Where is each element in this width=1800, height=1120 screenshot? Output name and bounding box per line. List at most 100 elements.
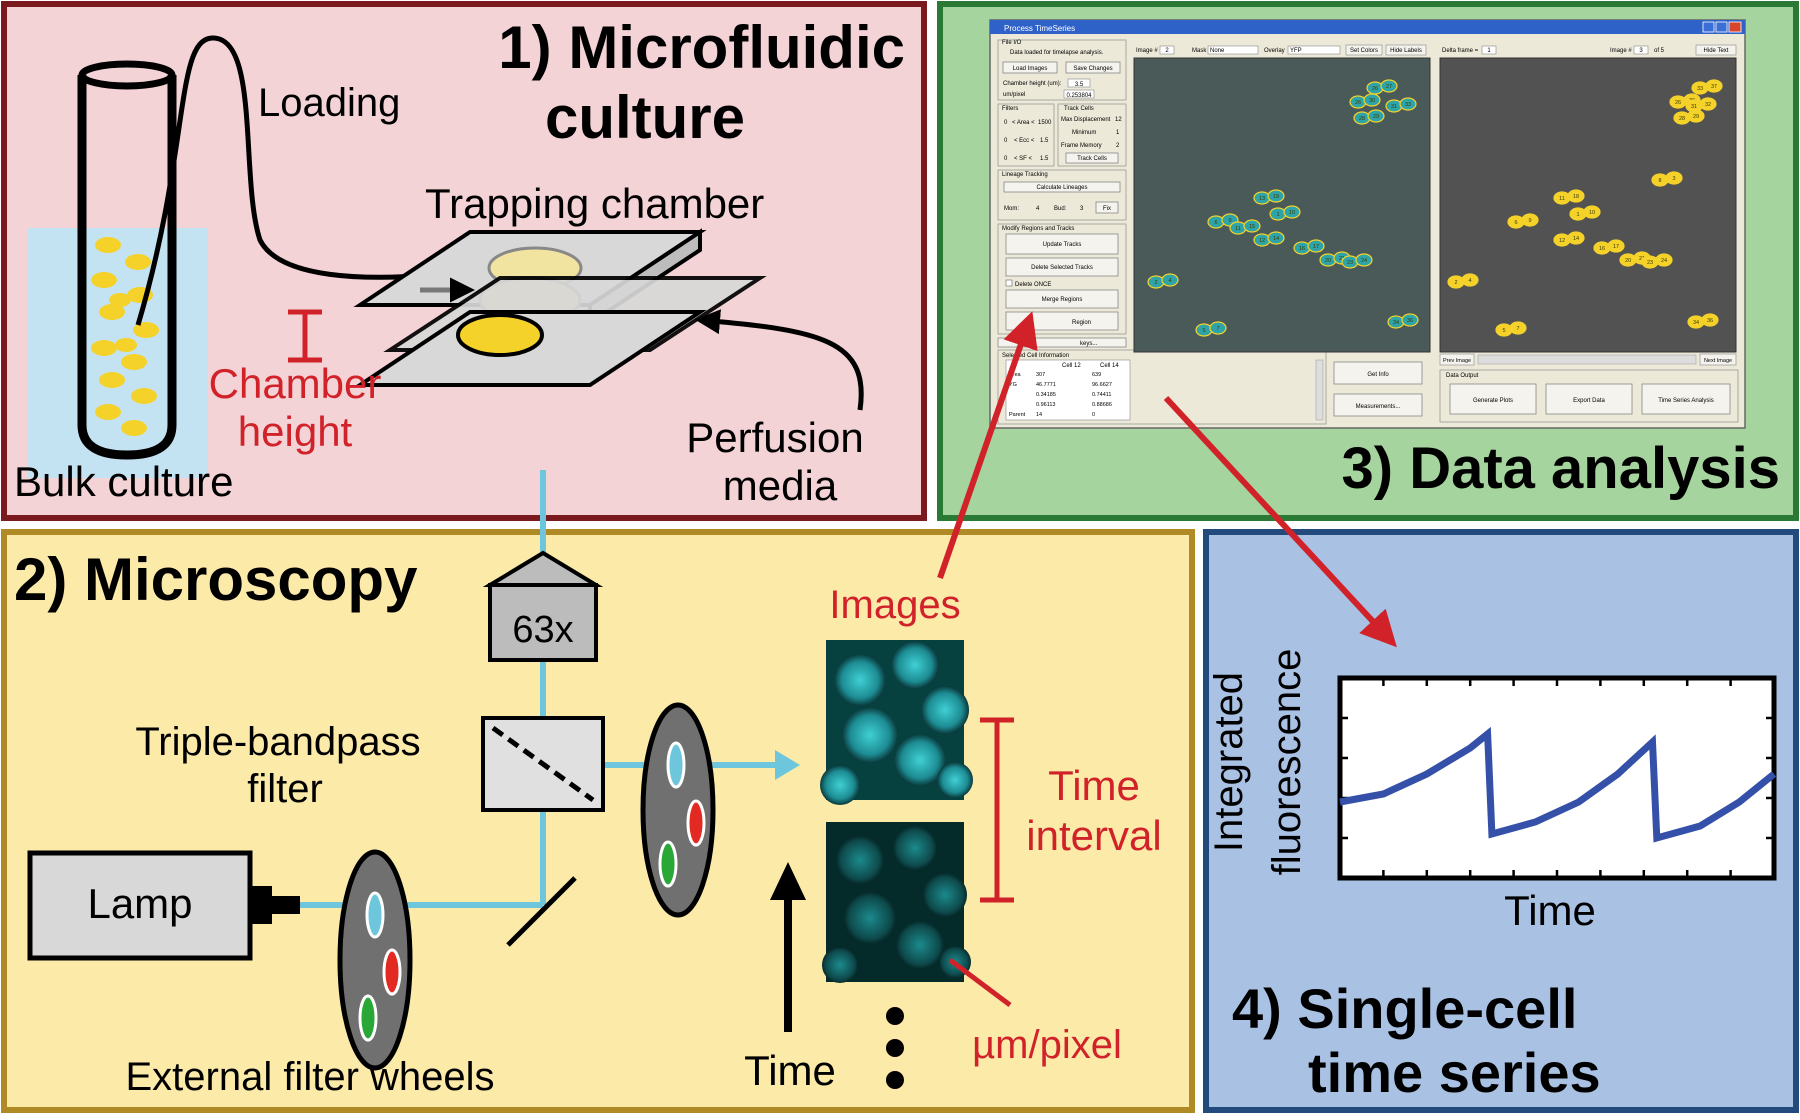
overlay-select[interactable] bbox=[1287, 45, 1341, 55]
image-num-input[interactable] bbox=[1159, 45, 1175, 55]
calc-lineages-button[interactable] bbox=[1003, 181, 1121, 193]
chart-ylabel-2: fluorescence bbox=[1265, 649, 1309, 876]
lineage-group: Lineage Tracking bbox=[1002, 172, 1048, 178]
data-loaded-text: Data loaded for timelapse analysis. bbox=[1010, 50, 1104, 56]
panel2-title: 2) Microscopy bbox=[14, 546, 418, 613]
generate-plots-button[interactable] bbox=[1449, 383, 1537, 415]
save-changes-button[interactable] bbox=[1065, 61, 1121, 74]
cell-id-label: 11 bbox=[1559, 196, 1565, 202]
hide-labels-button[interactable] bbox=[1385, 44, 1427, 56]
table-scrollbar[interactable] bbox=[1315, 359, 1324, 421]
prev-image-button[interactable] bbox=[1439, 353, 1475, 366]
cell-row-value-2: 639 bbox=[1092, 372, 1101, 378]
cell-outline bbox=[1665, 171, 1683, 185]
time-interval-marker bbox=[980, 717, 1014, 903]
arrow-images-to-analysis bbox=[937, 311, 1038, 579]
track-cells-button[interactable] bbox=[1065, 152, 1119, 164]
cell-id-label: 4 bbox=[1468, 278, 1471, 284]
mom-label: Mom: bbox=[1004, 206, 1019, 212]
get-info-button[interactable] bbox=[1333, 361, 1423, 385]
bud-label: Bud: bbox=[1054, 206, 1067, 212]
cell-id-label: 28 bbox=[1359, 116, 1365, 122]
loading-label: Loading bbox=[258, 81, 400, 125]
cell-id-label: 33 bbox=[1697, 86, 1703, 92]
left-image-view[interactable] bbox=[1133, 57, 1431, 353]
fix-button[interactable] bbox=[1095, 201, 1119, 214]
export-data-button[interactable] bbox=[1545, 383, 1633, 415]
cell-id-label: 23 bbox=[1347, 260, 1353, 266]
image2-input[interactable] bbox=[1633, 45, 1649, 55]
close-button[interactable] bbox=[1728, 21, 1742, 33]
cell-id-label: 13 bbox=[1259, 196, 1265, 202]
keys-button[interactable] bbox=[997, 337, 1127, 348]
objective-63x: 63x bbox=[482, 550, 604, 662]
region-button[interactable] bbox=[1005, 311, 1119, 331]
hide-text-button[interactable] bbox=[1695, 44, 1737, 56]
chamber-height-input[interactable] bbox=[1067, 78, 1091, 88]
cell-row-label: Parent bbox=[1009, 412, 1026, 418]
image2-value: 3 bbox=[1639, 48, 1643, 54]
ts-analysis-button[interactable] bbox=[1641, 383, 1731, 415]
ecc-label: < Ecc < bbox=[1014, 138, 1035, 144]
set-colors-button[interactable] bbox=[1345, 44, 1383, 56]
cell-row-label: Area bbox=[1009, 372, 1022, 378]
cell-id-label: 11 bbox=[1235, 226, 1241, 232]
filter-label-1: Triple-bandpass bbox=[135, 720, 420, 764]
export-data-label: Export Data bbox=[1573, 398, 1605, 404]
modify-group: Modify Regions and Tracks bbox=[1002, 226, 1074, 232]
delta-frame-input[interactable] bbox=[1481, 45, 1497, 55]
maximize-button[interactable] bbox=[1715, 21, 1728, 33]
bud-value: 3 bbox=[1080, 206, 1084, 212]
area-hi: 1500 bbox=[1038, 120, 1052, 126]
um-pixel-input[interactable] bbox=[1063, 89, 1095, 99]
cell-id-label: 7 bbox=[1516, 326, 1519, 332]
minimize-button[interactable] bbox=[1702, 21, 1715, 33]
cell-outline bbox=[1567, 231, 1585, 245]
next-image-button[interactable] bbox=[1699, 353, 1737, 366]
merge-regions-button[interactable] bbox=[1005, 289, 1119, 309]
update-tracks-label: Update Tracks bbox=[1043, 242, 1082, 248]
measurements-button[interactable] bbox=[1333, 393, 1423, 417]
ts-analysis-label: Time Series Analysis bbox=[1658, 398, 1713, 404]
cell-row-value-1: 46.7771 bbox=[1036, 382, 1056, 388]
um-pixel-field-label: um/pixel bbox=[1003, 92, 1025, 98]
track-cells-group: Track Cells bbox=[1064, 106, 1094, 112]
chamber-height-field-label: Chamber height (um): bbox=[1003, 81, 1062, 87]
load-images-button[interactable] bbox=[1002, 61, 1058, 74]
delete-selected-button[interactable] bbox=[1005, 257, 1119, 277]
cell-id-label: 26 bbox=[1372, 86, 1378, 92]
update-tracks-button[interactable] bbox=[1005, 233, 1119, 255]
mask-select[interactable] bbox=[1207, 45, 1259, 55]
image-slider[interactable] bbox=[1477, 354, 1697, 365]
cell-outline bbox=[1509, 321, 1527, 335]
delete-once-checkbox[interactable] bbox=[1005, 279, 1013, 287]
overlay-label: Overlay bbox=[1264, 48, 1285, 54]
